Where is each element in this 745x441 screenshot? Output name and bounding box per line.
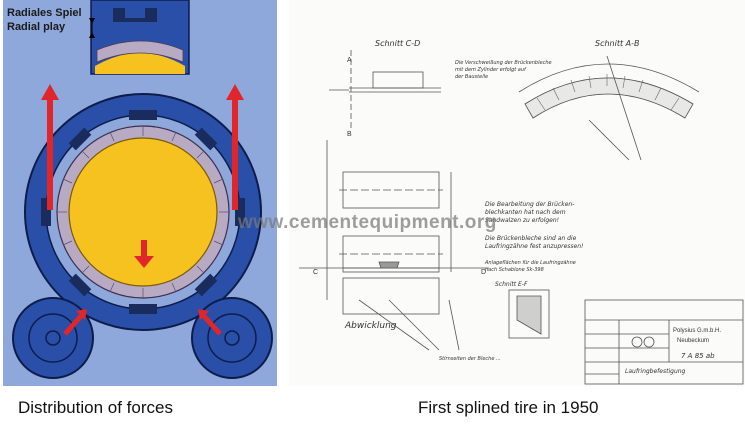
ab-hatch-lines xyxy=(536,74,680,111)
force-diagram-svg: Radiales Spiel Radial play xyxy=(7,0,273,379)
support-roller-right xyxy=(191,297,273,379)
ef-section-profile xyxy=(516,295,542,335)
title-block-logo-left xyxy=(631,336,643,348)
tire-spline-teeth xyxy=(41,110,245,314)
section-ab-label: Schnitt A-B xyxy=(595,39,640,48)
development-label: Abwicklung xyxy=(344,321,397,331)
inset-shell-segment xyxy=(95,53,185,74)
up-force-arrow-left xyxy=(41,84,59,210)
company-city: Neubeckum xyxy=(677,338,709,344)
label-b: B xyxy=(347,131,352,138)
note2-line2: blechkanten hat nach dem xyxy=(485,209,566,216)
support-roller-left xyxy=(12,297,94,379)
right-caption: First splined tire in 1950 xyxy=(418,398,599,417)
ab-outer-arc xyxy=(518,63,700,93)
left-caption: Distribution of forces xyxy=(18,398,173,417)
pad-dividers xyxy=(57,126,229,298)
technical-drawing: Schnitt C-D Schnitt A-B Die Verschweißun… xyxy=(289,0,745,386)
note4-line1: Anlageflächen für die Laufringzähne xyxy=(484,260,576,266)
force-distribution-diagram: Radiales Spiel Radial play xyxy=(3,0,277,386)
cd-section-top-block xyxy=(372,71,424,89)
note1-line3: der Baustelle xyxy=(455,74,488,80)
roller-force-arrow-right xyxy=(198,309,222,336)
note2-line3: Sandwalzen zu erfolgen! xyxy=(485,217,559,224)
label-c: C xyxy=(313,269,318,276)
watermark-text: www.cementequipment.org xyxy=(238,212,497,233)
inset-key xyxy=(125,8,145,18)
inset-pad-segment xyxy=(96,40,184,63)
radial-play-inset xyxy=(89,0,190,75)
section-cd-label: Schnitt C-D xyxy=(375,39,420,48)
note3-line2: Laufringzähne fest anzupressen! xyxy=(485,243,583,250)
label-d: D xyxy=(481,269,486,276)
drawing-number: 7 A 85 ab xyxy=(681,352,715,360)
technical-drawing-svg: Schnitt C-D Schnitt A-B Die Verschweißun… xyxy=(299,39,744,385)
note2-line1: Die Bearbeitung der Brücken- xyxy=(485,201,574,208)
drawing-title: Laufringbefestigung xyxy=(625,368,686,375)
note1-line2: mit dem Zylinder erfolgt auf xyxy=(455,67,527,73)
play-arrow-bottom xyxy=(89,32,95,38)
label-a: A xyxy=(347,57,352,64)
roller-force-arrow-left xyxy=(63,309,87,336)
development-view xyxy=(342,277,440,315)
kiln-shell xyxy=(68,137,218,287)
note1-line1: Die Verschweißung der Brückenbleche xyxy=(455,60,552,66)
radial-play-label-en: Radial play xyxy=(7,21,66,33)
down-force-arrow-center xyxy=(134,240,154,268)
section-ef-label: Schnitt E-F xyxy=(495,281,528,288)
company-name: Polysius G.m.b.H. xyxy=(673,328,721,334)
title-block xyxy=(584,299,744,385)
bottom-note: Stirnseiten der Bleche ... xyxy=(439,356,501,362)
play-arrow-top xyxy=(89,18,95,24)
title-block-logo-right xyxy=(643,336,655,348)
radial-play-label-de: Radiales Spiel xyxy=(7,7,82,19)
note4-line2: nach Schablone Sk-398 xyxy=(485,267,544,273)
note3-line1: Die Brückenbleche sind an die xyxy=(485,235,577,242)
up-force-arrow-right xyxy=(226,84,244,210)
ef-section-box xyxy=(508,289,550,339)
